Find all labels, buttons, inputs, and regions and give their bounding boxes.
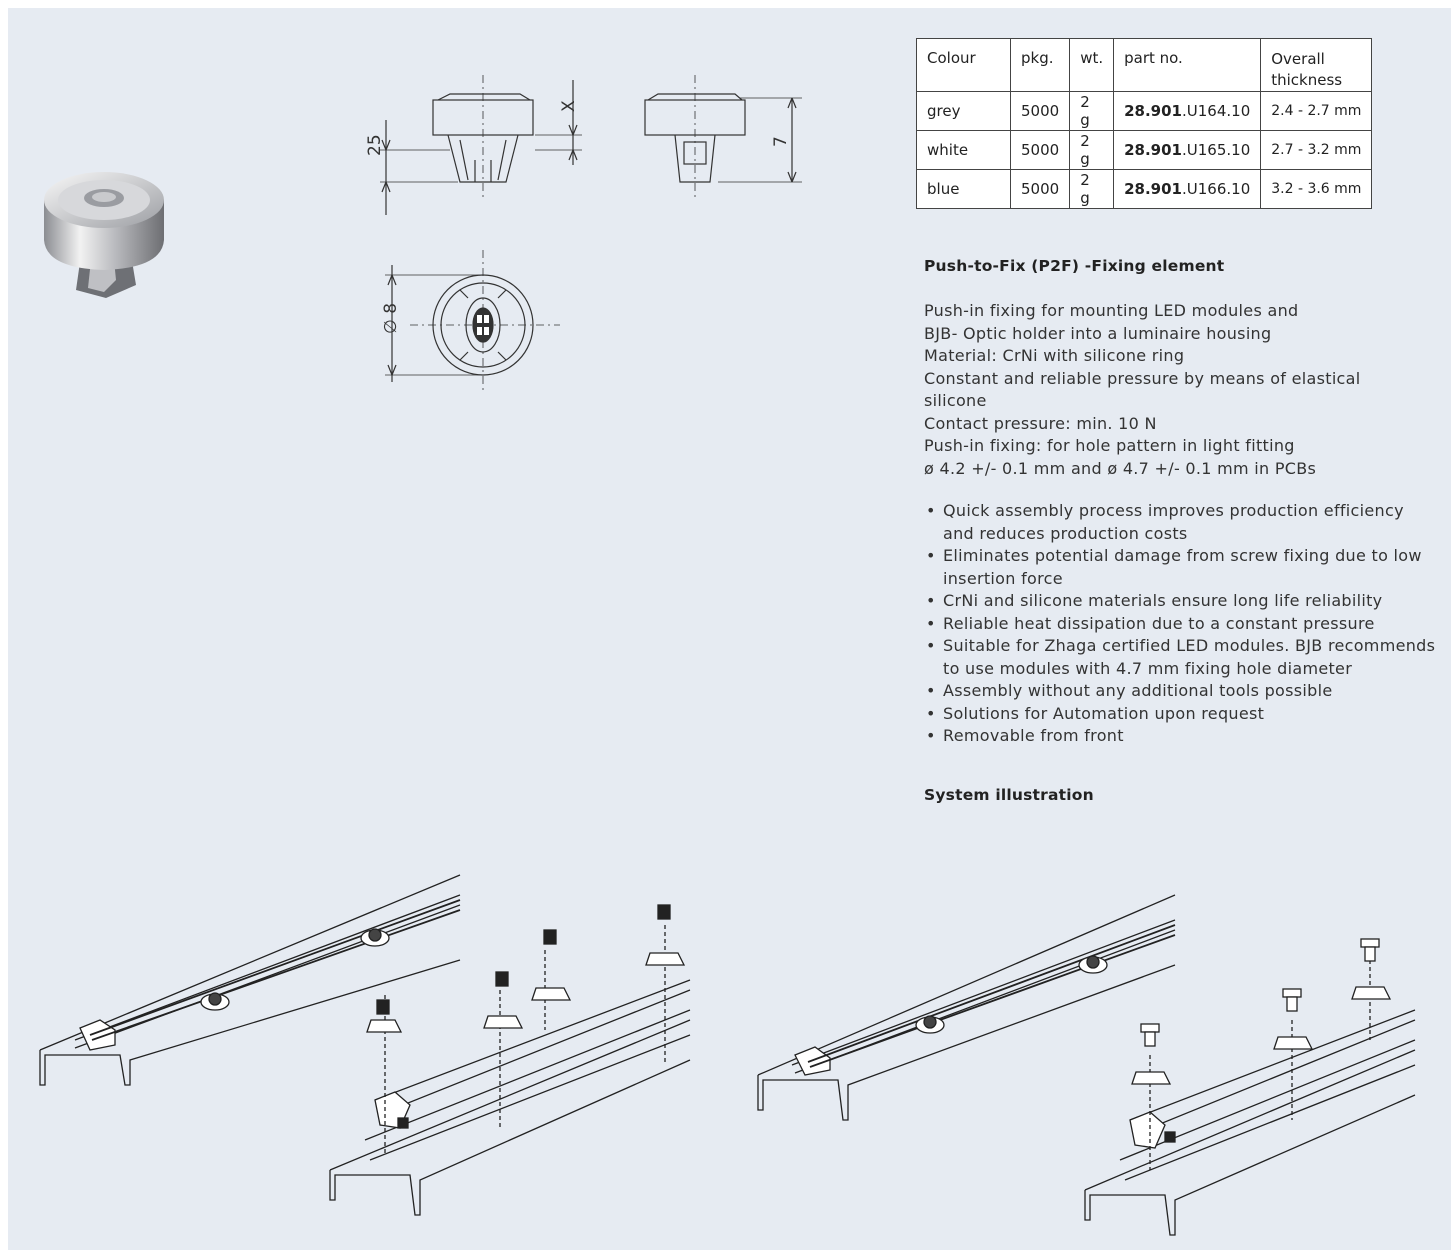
system-illustration-heading: System illustration	[924, 786, 1094, 804]
cell-wt: 2 g	[1069, 169, 1115, 209]
front-view-head	[432, 99, 534, 136]
product-photo	[44, 172, 164, 298]
description-line: Push-in fixing for mounting LED modules …	[924, 301, 1299, 320]
dimension-diameter: ∅ 8	[381, 303, 401, 334]
dimension-height-side: 7	[771, 136, 791, 147]
header-thickness: Overall thickness	[1260, 38, 1373, 92]
part-no-suffix: .U165.10	[1182, 141, 1251, 159]
cell-colour: blue	[916, 169, 1011, 209]
cell-thickness: 3.2 - 3.6 mm	[1260, 169, 1373, 209]
cell-thickness: 2.7 - 3.2 mm	[1260, 130, 1373, 170]
cell-part-no: 28.901.U164.10	[1113, 91, 1262, 131]
cell-thickness: 2.4 - 2.7 mm	[1260, 91, 1373, 131]
dimension-height-front: 25	[365, 134, 385, 156]
cell-wt: 2 g	[1069, 130, 1115, 170]
table-row: grey 5000 2 g 28.901.U164.10 2.4 - 2.7 m…	[916, 91, 1373, 131]
cell-pkg: 5000	[1009, 91, 1071, 131]
description-line: Material: CrNi with silicone ring	[924, 346, 1185, 365]
list-item: Eliminates potential damage from screw f…	[924, 545, 1439, 590]
assembled-rail-right	[757, 894, 1176, 1121]
part-no-suffix: .U166.10	[1182, 180, 1251, 198]
list-item: Solutions for Automation upon request	[924, 703, 1439, 726]
part-no-bold: 28.901	[1124, 180, 1182, 198]
cell-colour: white	[916, 130, 1011, 170]
part-no-bold: 28.901	[1124, 141, 1182, 159]
description-line: ø 4.2 +/- 0.1 mm and ø 4.7 +/- 0.1 mm in…	[924, 458, 1317, 478]
header-pkg: pkg.	[1009, 38, 1071, 92]
exploded-rail-left	[329, 904, 691, 1216]
side-view-head	[644, 99, 746, 136]
description-line: BJB- Optic holder into a luminaire housi…	[924, 323, 1272, 343]
cell-colour: grey	[916, 91, 1011, 131]
list-item: Quick assembly process improves producti…	[924, 500, 1439, 545]
cell-part-no: 28.901.U166.10	[1113, 169, 1262, 209]
cell-pkg: 5000	[1009, 130, 1071, 170]
header-colour: Colour	[916, 38, 1011, 92]
list-item: Assembly without any additional tools po…	[924, 680, 1439, 703]
cell-part-no: 28.901.U165.10	[1113, 130, 1262, 170]
part-no-suffix: .U164.10	[1182, 102, 1251, 120]
system-illustration	[39, 874, 1416, 1236]
product-description: Push-in fixing for mounting LED modules …	[924, 300, 1434, 480]
product-title: Push-to-Fix (P2F) -Fixing element	[924, 257, 1225, 275]
list-item: Suitable for Zhaga certified LED modules…	[924, 635, 1439, 680]
list-item: Removable from front	[924, 725, 1439, 748]
table-header-row: Colour pkg. wt. part no. Overall thickne…	[916, 38, 1373, 92]
part-no-bold: 28.901	[1124, 102, 1182, 120]
description-line: Constant and reliable pressure by means …	[924, 368, 1361, 388]
dimension-drawings: 25 X 7 ∅ 8	[365, 75, 802, 390]
exploded-rail-right	[1084, 938, 1416, 1236]
table-row: white 5000 2 g 28.901.U165.10 2.7 - 3.2 …	[916, 130, 1373, 170]
header-part-no: part no.	[1113, 38, 1262, 92]
feature-list: Quick assembly process improves producti…	[924, 500, 1439, 748]
assembled-rail-left	[39, 874, 461, 1086]
table-row: blue 5000 2 g 28.901.U166.10 3.2 - 3.6 m…	[916, 169, 1373, 209]
description-line: silicone	[924, 391, 987, 410]
list-item: CrNi and silicone materials ensure long …	[924, 590, 1439, 613]
header-wt: wt.	[1069, 38, 1115, 92]
list-item: Reliable heat dissipation due to a const…	[924, 613, 1439, 636]
cell-pkg: 5000	[1009, 169, 1071, 209]
cell-wt: 2 g	[1069, 91, 1115, 131]
description-line: Contact pressure: min. 10 N	[924, 413, 1157, 433]
dimension-x: X	[559, 100, 579, 112]
spec-table: Colour pkg. wt. part no. Overall thickne…	[916, 38, 1373, 209]
description-line: Push-in fixing: for hole pattern in ligh…	[924, 436, 1295, 455]
